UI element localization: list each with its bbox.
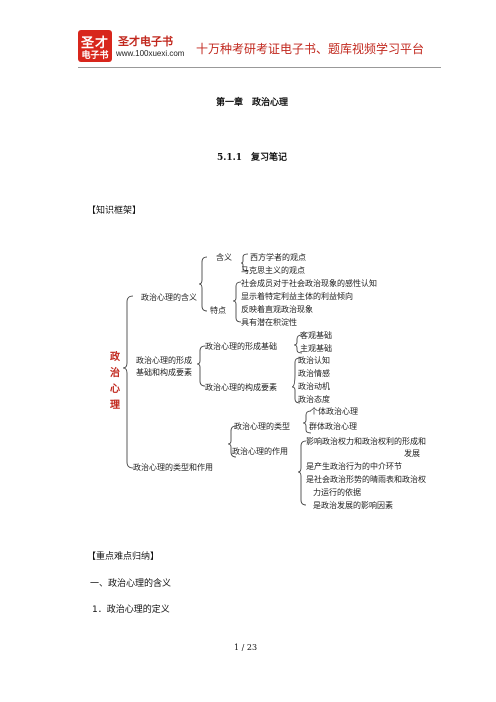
node-function-2: 是产生政治行为的中介环节	[306, 462, 402, 471]
root-char-2: 治	[110, 368, 120, 379]
brand-logo: 圣才 电子书	[78, 30, 112, 62]
node-objective-basis: 客观基础	[300, 331, 332, 340]
node-types-and-functions: 政治心理的类型和作用	[133, 463, 213, 472]
chapter-title: 第一章 政治心理	[216, 98, 289, 108]
node-function-3-line1: 是社会政治形势的晴雨表和政治权	[306, 475, 426, 484]
node-char-2: 显示着特定利益主体的利益倾向	[241, 292, 353, 301]
node-western-view: 西方学者的观点	[250, 253, 306, 262]
node-function-4: 是政治发展的影响因素	[313, 501, 393, 510]
node-political-motivation: 政治动机	[298, 382, 330, 391]
root-char-1: 政	[110, 352, 120, 363]
node-group-psychology: 群体政治心理	[309, 422, 357, 431]
focus-heading: 【重点难点归纳】	[87, 552, 160, 562]
node-political-emotion: 政治情感	[298, 369, 330, 378]
node-formation-basis: 政治心理的形成基础	[205, 342, 277, 351]
node-subjective-basis: 主观基础	[300, 344, 332, 353]
node-types: 政治心理的类型	[234, 422, 290, 431]
header-divider	[78, 67, 441, 68]
node-char-1: 社会成员对于社会政治现象的感性认知	[241, 279, 377, 288]
heading-level-2: 1．政治心理的定义	[92, 605, 170, 615]
node-political-psychology-meaning: 政治心理的含义	[141, 293, 197, 302]
header-slogan: 十万种考研考证电子书、题库视频学习平台	[196, 42, 425, 56]
node-functions: 政治心理的作用	[232, 447, 288, 456]
node-marxist-view: 马克思主义的观点	[241, 266, 305, 275]
brand-name: 圣才电子书	[118, 35, 173, 48]
root-char-3: 心	[110, 384, 120, 395]
node-individual-psychology: 个体政治心理	[310, 407, 358, 416]
node-political-cognition: 政治认知	[298, 356, 330, 365]
brand-url-link[interactable]: www.100xuexi.com	[116, 49, 185, 58]
heading-level-1: 一、政治心理的含义	[90, 579, 172, 589]
node-char-4: 具有潜在积淀性	[241, 318, 297, 327]
root-char-4: 理	[110, 400, 120, 411]
node-formation-line1: 政治心理的形成	[136, 356, 192, 365]
framework-heading: 【知识框架】	[87, 206, 142, 216]
node-function-1-line1: 影响政治权力和政治权利的形成和	[306, 437, 426, 446]
logo-text-bottom: 电子书	[81, 51, 109, 61]
node-constituent-elements: 政治心理的构成要素	[205, 383, 277, 392]
node-meaning: 含义	[216, 253, 232, 262]
logo-text-top: 圣才	[80, 36, 109, 51]
node-function-1-line2: 发展	[404, 449, 420, 458]
page-number: 1 / 23	[234, 643, 258, 652]
node-char-3: 反映着直观政治现象	[241, 305, 313, 314]
node-political-attitude: 政治态度	[298, 395, 330, 404]
section-title: 5.1.1 复习笔记	[217, 153, 288, 163]
node-characteristics: 特点	[210, 306, 226, 315]
node-formation-line2: 基础和构成要素	[136, 368, 192, 377]
node-function-3-line2: 力运行的依据	[313, 488, 361, 497]
